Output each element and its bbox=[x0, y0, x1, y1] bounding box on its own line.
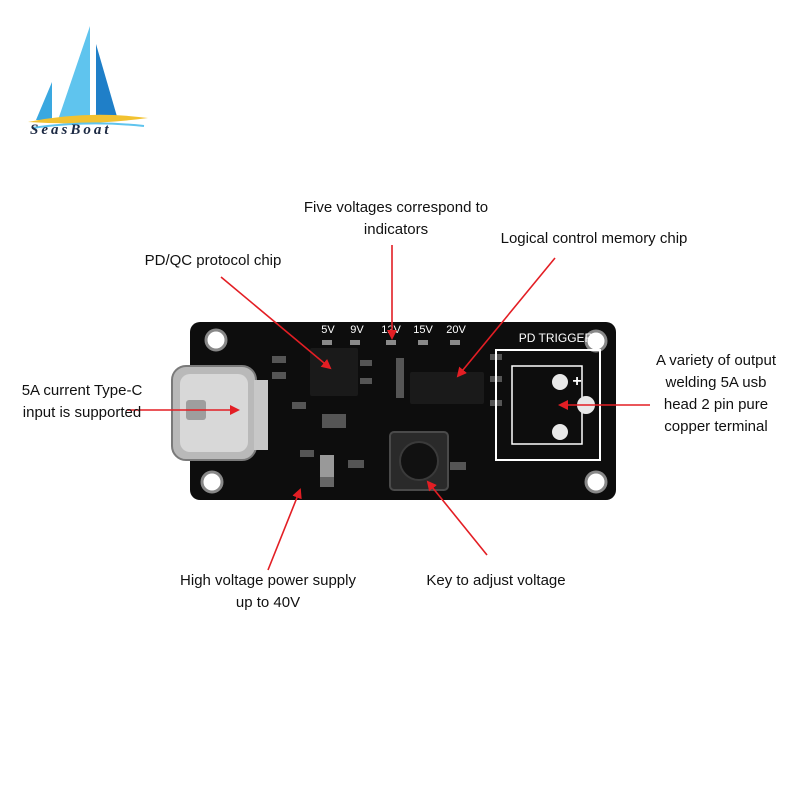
label-logic-chip: Logical control memory chip bbox=[500, 230, 688, 247]
pcb-board bbox=[190, 322, 616, 500]
high-voltage-header-pins bbox=[320, 455, 334, 487]
label-output-welding: A variety of output welding 5A usb head … bbox=[655, 352, 777, 435]
logo-wave bbox=[31, 122, 145, 129]
pd-qc-protocol-chip bbox=[310, 348, 358, 396]
type-c-connector bbox=[171, 365, 268, 461]
voltage-label-5v: 5V bbox=[321, 324, 335, 336]
voltage-label-9v: 9V bbox=[350, 324, 364, 336]
callout-arrows bbox=[127, 245, 650, 571]
terminal-pad bbox=[552, 424, 568, 440]
arrow-high-voltage bbox=[267, 488, 302, 571]
logo-small-sail bbox=[36, 82, 52, 120]
logo-right-sail bbox=[96, 44, 118, 120]
mounting-hole bbox=[204, 328, 228, 352]
output-terminal-area bbox=[495, 349, 601, 461]
voltage-label-20v: 20V bbox=[446, 324, 466, 336]
arrow-logic-chip bbox=[456, 257, 556, 378]
label-key: Key to adjust voltage bbox=[426, 572, 566, 589]
logo-brand-text: SeasBoat bbox=[30, 122, 112, 138]
seasboat-logo bbox=[28, 26, 148, 129]
voltage-indicator-leds bbox=[322, 340, 460, 345]
logo-hull bbox=[28, 114, 148, 124]
label-five-voltages: Five voltages correspond to indicators bbox=[303, 199, 489, 238]
label-pd-chip: PD/QC protocol chip bbox=[144, 252, 282, 269]
arrow-key bbox=[426, 480, 488, 556]
board-title: PD TRIGGER bbox=[519, 331, 594, 345]
mounting-hole bbox=[584, 470, 608, 494]
arrow-pd-chip bbox=[220, 276, 332, 370]
label-high-voltage: High voltage power supply up to 40V bbox=[180, 572, 356, 611]
mounting-hole bbox=[200, 470, 224, 494]
logic-control-chip bbox=[410, 372, 484, 404]
terminal-pad bbox=[552, 374, 568, 390]
logo-left-sail bbox=[58, 26, 90, 120]
mounting-holes bbox=[200, 328, 608, 494]
adjust-voltage-key bbox=[389, 431, 449, 491]
terminal-plus-symbol: + bbox=[572, 373, 581, 390]
voltage-label-15v: 15V bbox=[413, 324, 433, 336]
label-type-c: 5A current Type-C input is supported bbox=[21, 382, 143, 421]
